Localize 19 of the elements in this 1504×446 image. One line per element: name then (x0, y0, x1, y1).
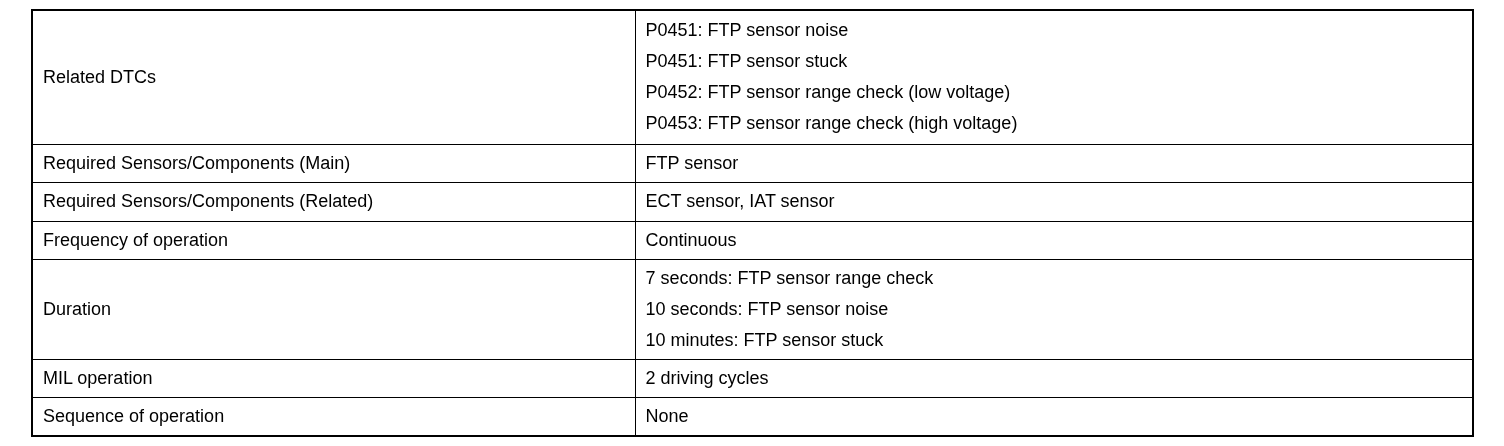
cell-text: None (645, 404, 690, 428)
cell-text: Sequence of operation (43, 404, 226, 428)
cell-text: 10 minutes: FTP sensor stuck (645, 328, 885, 352)
cell-text: P0451: FTP sensor noise (645, 19, 850, 43)
cell-text: 2 driving cycles (645, 366, 770, 390)
cell-text: P0451: FTP sensor stuck (645, 50, 849, 74)
cell-text: P0453: FTP sensor range check (high voltage) (645, 112, 1019, 136)
cell-text: Continuous (645, 228, 738, 252)
cell-text: ECT sensor, IAT sensor (645, 190, 836, 213)
cell-text: Related DTCs (43, 65, 158, 89)
cell-text: FTP sensor (645, 151, 740, 175)
cell-text: Required Sensors/Components (Main) (43, 151, 352, 175)
cell-text: 10 seconds: FTP sensor noise (645, 297, 890, 321)
cell-text: Frequency of operation (43, 228, 230, 252)
cell-text: P0452: FTP sensor range check (low voltage) (645, 81, 1012, 105)
cell-text: Duration (43, 297, 113, 321)
cell-text: Required Sensors/Components (Related) (43, 190, 375, 213)
cell-text: MIL operation (43, 366, 154, 390)
cell-text: 7 seconds: FTP sensor range check (645, 266, 935, 290)
